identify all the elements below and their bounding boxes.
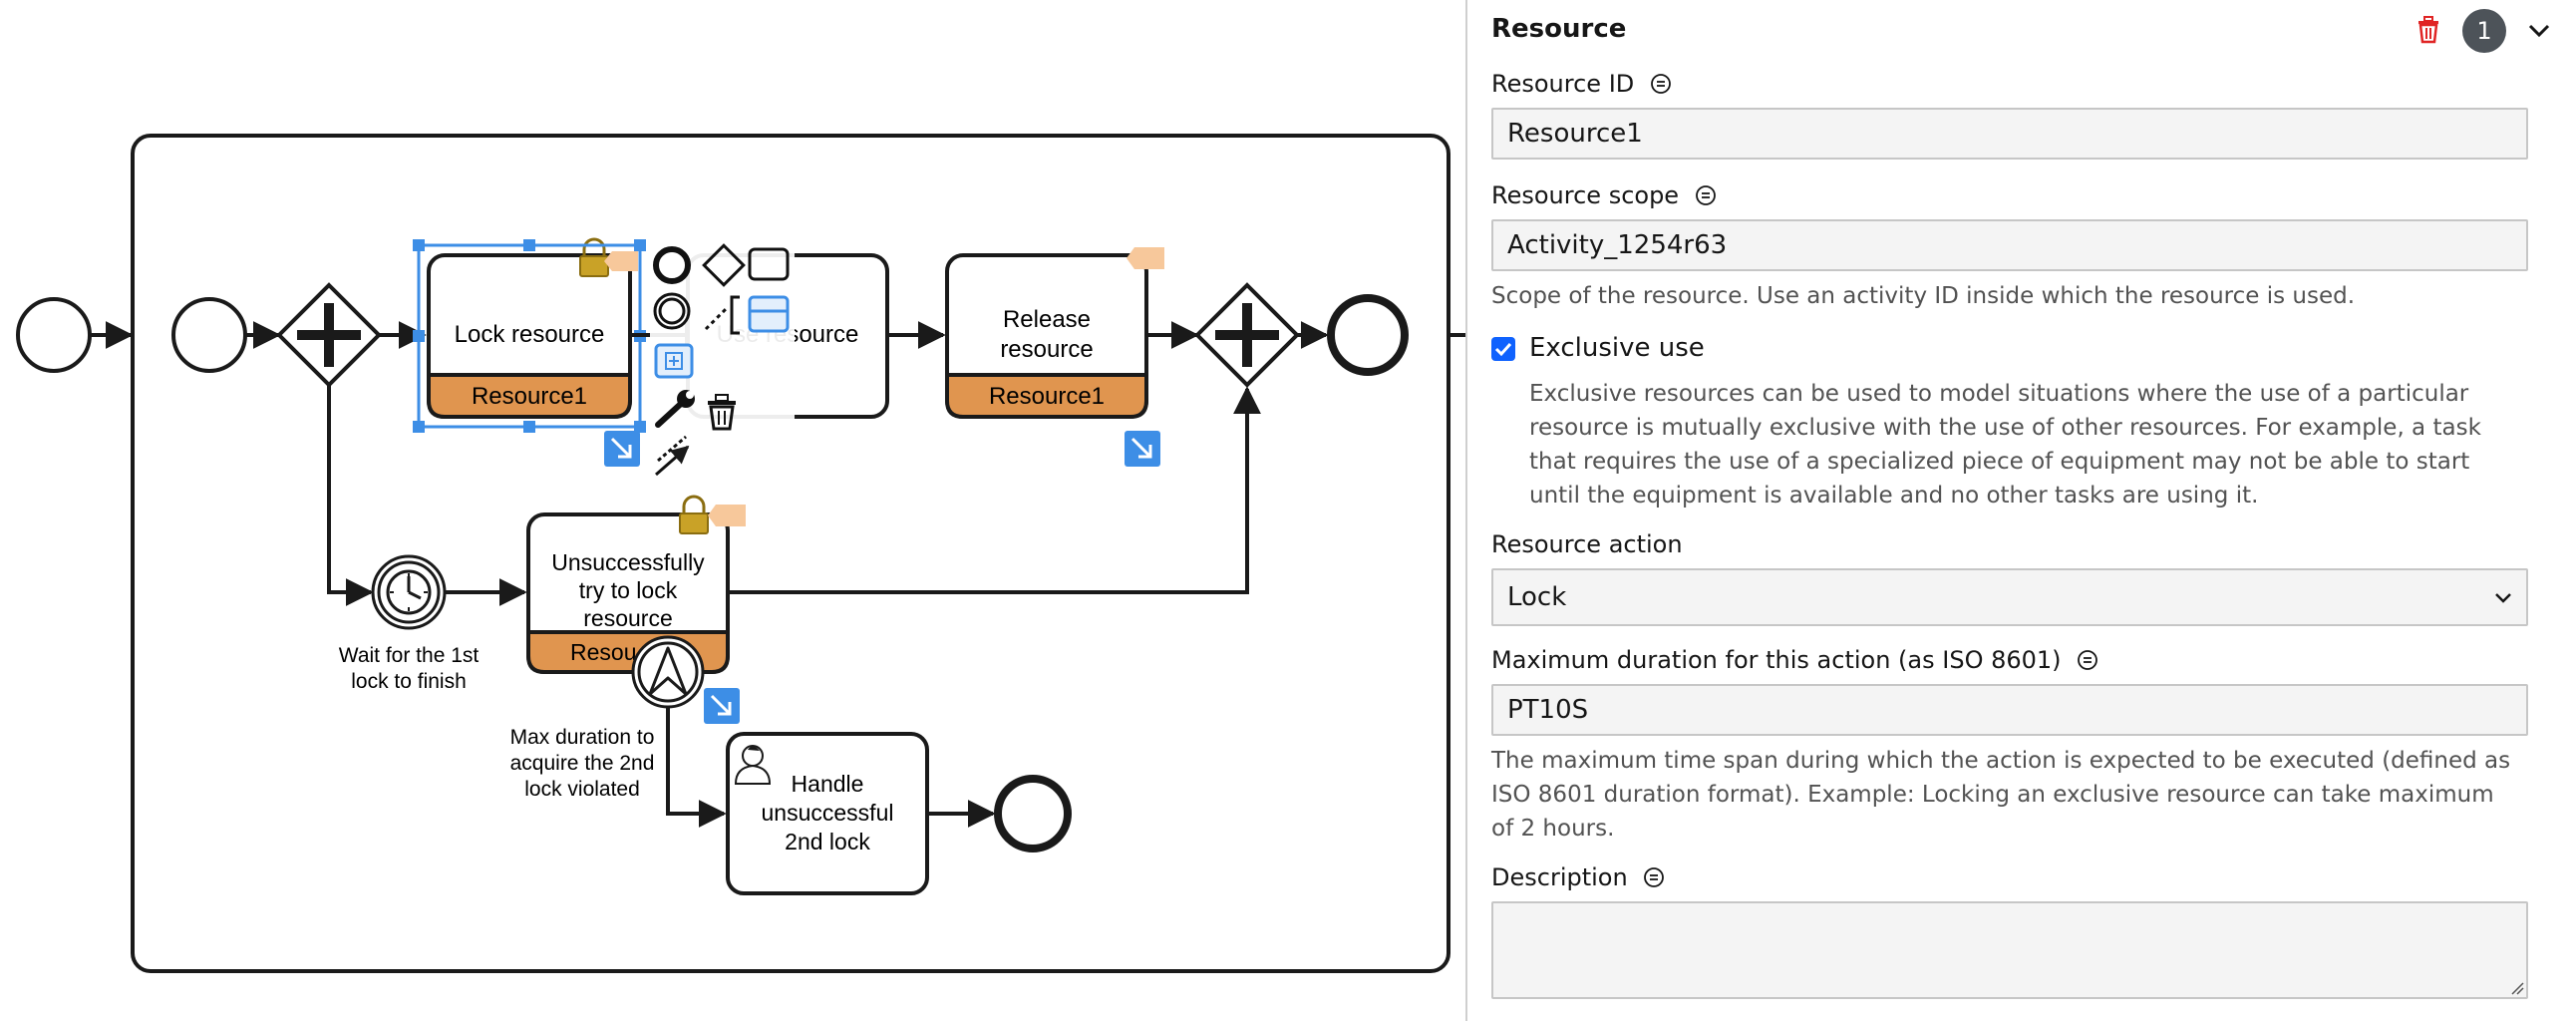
max-duration-input[interactable]: PT10S [1491, 684, 2528, 736]
parallel-gateway-join[interactable] [1194, 282, 1300, 388]
exclusive-use-description: Exclusive resources can be used to model… [1529, 381, 2481, 509]
context-pad[interactable] [650, 239, 795, 479]
exclusive-use-label: Exclusive use [1529, 333, 1705, 363]
resource-action-label: Resource action [1491, 530, 1683, 558]
resource-action-select[interactable]: Lock [1491, 568, 2528, 626]
outer-start-event[interactable] [16, 297, 92, 373]
task-release-resource-resource: Resource1 [989, 383, 1105, 410]
item-count-badge: 1 [2462, 9, 2506, 53]
task-handle-label1: Handle [792, 771, 864, 797]
resize-handle-icon[interactable] [604, 431, 640, 467]
timer-event[interactable] [371, 554, 447, 630]
task-unsuccessful-lock[interactable]: Unsuccessfully try to lock resource Reso… [526, 512, 730, 674]
properties-panel: Resource 1 Resource ID Resource1 Resourc… [1467, 0, 2576, 1021]
tag-icon [1127, 247, 1164, 269]
max-duration-description: The maximum time span during which the a… [1491, 748, 2511, 842]
escalation-icon [648, 646, 688, 696]
timer-icon [386, 569, 432, 615]
escalation-label-line2: acquire the 2nd [510, 752, 655, 775]
resource-id-label: Resource ID [1491, 70, 1672, 98]
end-event-2[interactable] [994, 775, 1072, 852]
timer-label-line1: Wait for the 1st [339, 644, 480, 667]
parallel-gateway-split[interactable] [276, 282, 382, 388]
trash-icon[interactable] [2413, 14, 2444, 46]
call-activity-icon[interactable] [654, 343, 694, 379]
lock-icon [679, 495, 709, 534]
user-icon [734, 745, 772, 785]
description-textarea[interactable] [1491, 901, 2528, 999]
max-duration-label: Maximum duration for this action (as ISO… [1491, 646, 2098, 674]
task-lock-resource-label: Lock resource [455, 321, 605, 348]
task-unsuccessful-label1: Unsuccessfully [551, 549, 705, 575]
task-icon[interactable] [748, 247, 790, 281]
task-handle-label3: 2nd lock [785, 829, 870, 854]
flow-unsuccessful-to-join[interactable] [728, 386, 1261, 594]
bpmn-canvas[interactable]: Lock resource Resource1 Use resource [0, 0, 1465, 1021]
inner-end-event[interactable] [1327, 294, 1409, 376]
task-unsuccessful-label2: try to lock [579, 577, 678, 603]
escalation-label-line3: lock violated [524, 778, 640, 801]
task-handle-label2: unsuccessful [762, 800, 894, 826]
resource-id-input[interactable]: Resource1 [1491, 108, 2528, 160]
bpmn-diagram[interactable]: Lock resource Resource1 Use resource [0, 0, 1465, 1021]
gateway-icon[interactable] [702, 243, 746, 287]
help-circle-icon[interactable] [1643, 866, 1665, 888]
end-event-icon[interactable] [653, 246, 691, 284]
task-release-resource-label1: Release [1003, 306, 1091, 333]
trash-icon[interactable] [708, 394, 736, 431]
resize-handle-icon[interactable] [704, 688, 740, 724]
resource-scope-input[interactable]: Activity_1254r63 [1491, 219, 2528, 271]
task-release-resource-label2: resource [1000, 336, 1093, 363]
task-release-resource[interactable]: Release resource Resource1 [945, 253, 1148, 419]
resize-handle-icon[interactable] [1125, 431, 1160, 467]
description-label: Description [1491, 863, 1665, 891]
task-lock-resource[interactable]: Lock resource Resource1 [427, 253, 632, 419]
tag-icon [708, 505, 746, 526]
tag-icon [604, 251, 638, 271]
help-circle-icon[interactable] [2077, 649, 2098, 671]
text-annotation-icon[interactable] [704, 295, 740, 335]
inner-start-event[interactable] [171, 297, 247, 373]
exclusive-use-checkbox[interactable] [1491, 337, 1515, 361]
data-store-icon[interactable] [748, 295, 790, 333]
help-circle-icon[interactable] [1695, 184, 1717, 206]
task-unsuccessful-resource: Resou [570, 639, 636, 665]
chevron-down-icon[interactable] [2522, 14, 2556, 48]
escalation-boundary-event[interactable] [631, 635, 705, 709]
flow-gateway-to-timer[interactable] [327, 385, 374, 606]
connect-icon[interactable] [655, 435, 690, 477]
timer-label-line2: lock to finish [351, 670, 467, 693]
task-lock-resource-resource: Resource1 [472, 383, 587, 410]
task-unsuccessful-label3: resource [583, 605, 672, 631]
flow-escalation-to-handle[interactable] [666, 707, 727, 828]
wrench-icon[interactable] [655, 390, 695, 428]
panel-divider[interactable] [1465, 0, 1467, 1021]
intermediate-event-icon[interactable] [653, 292, 691, 330]
resource-scope-description: Scope of the resource. Use an activity I… [1491, 283, 2356, 309]
help-circle-icon[interactable] [1650, 73, 1672, 95]
resize-grip-icon[interactable] [2508, 979, 2524, 995]
group-title: Resource [1491, 14, 1627, 44]
resource-scope-label: Resource scope [1491, 181, 1717, 209]
escalation-label-line1: Max duration to [510, 726, 655, 749]
chevron-down-icon [2495, 593, 2511, 603]
